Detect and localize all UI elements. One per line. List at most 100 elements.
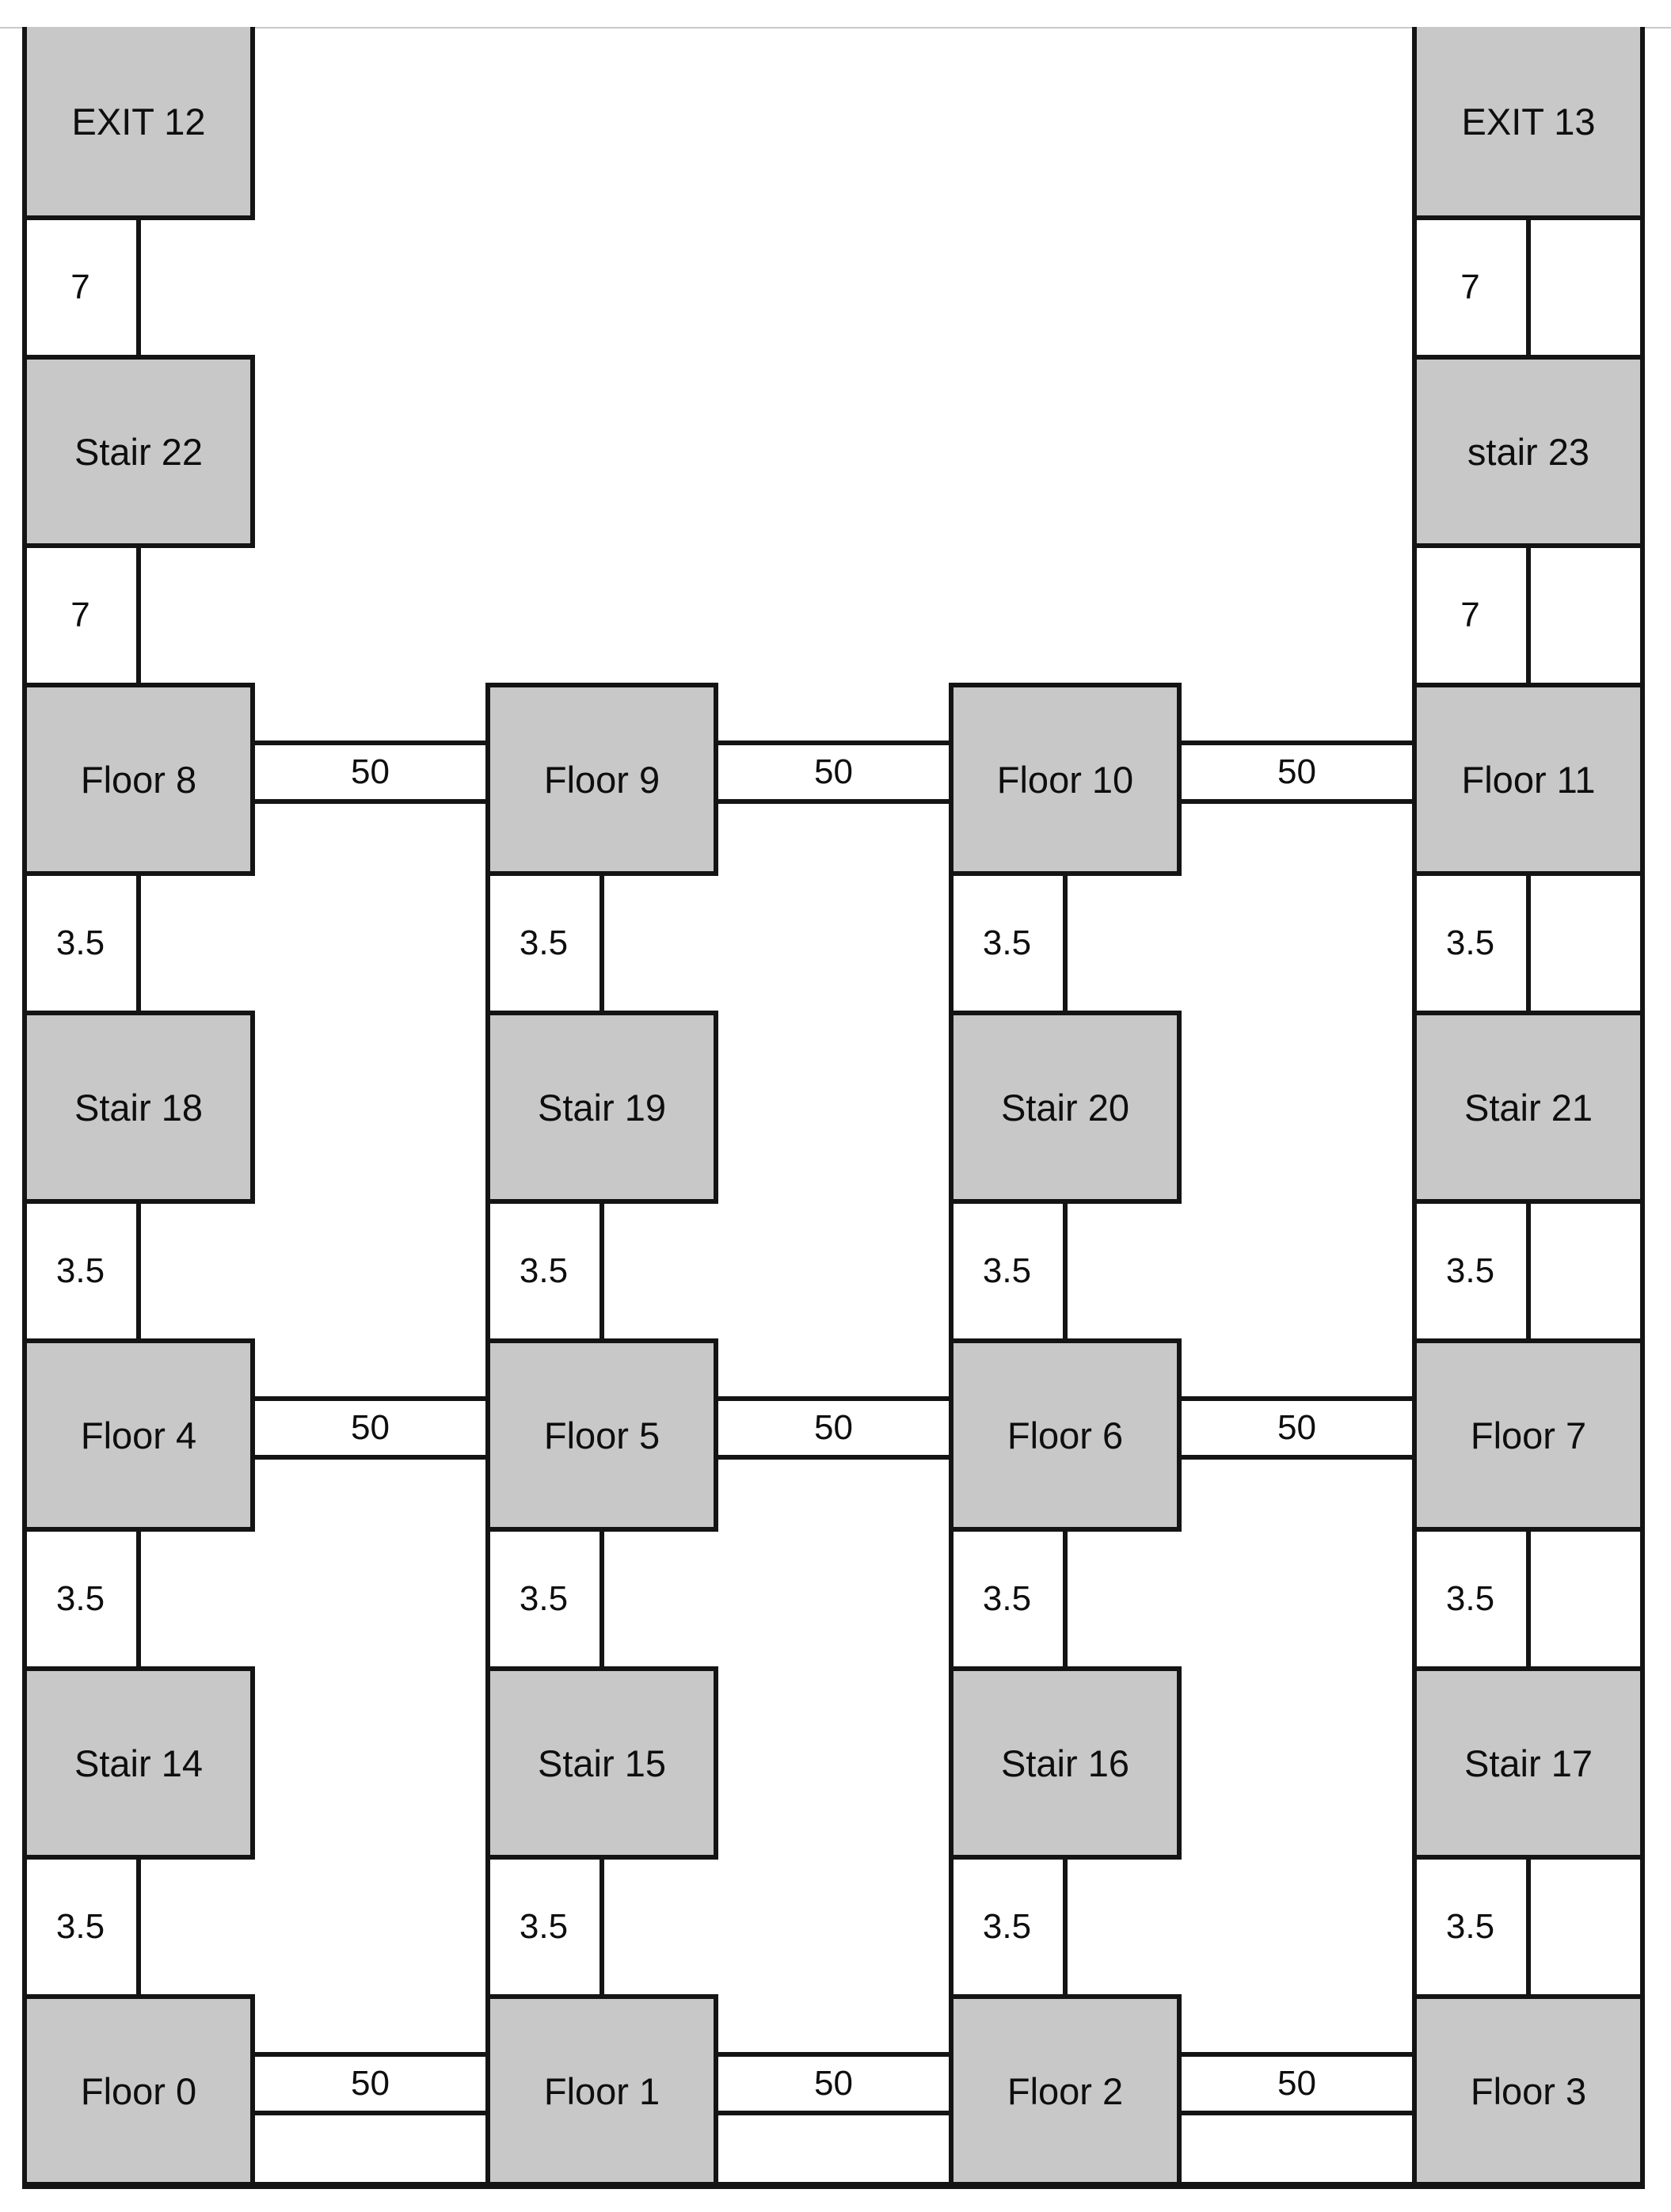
edge-line-horizontal bbox=[1182, 2111, 1412, 2115]
node-label: Floor 8 bbox=[80, 758, 197, 801]
edge-line-horizontal bbox=[1182, 799, 1412, 804]
node-label: stair 23 bbox=[1467, 430, 1590, 473]
edge-cell-border bbox=[22, 876, 27, 1011]
edge-weight-label: 3.5 bbox=[519, 1251, 569, 1290]
node-floor-4: Floor 4 bbox=[22, 1338, 255, 1532]
node-label: Stair 18 bbox=[74, 1086, 203, 1129]
edge-weight-label: 3.5 bbox=[1445, 1251, 1495, 1290]
node-floor-8: Floor 8 bbox=[22, 683, 255, 876]
edge-weight-label: 3.5 bbox=[519, 1907, 569, 1946]
edge-line-vertical bbox=[1063, 1532, 1068, 1666]
edge-line-vertical bbox=[600, 876, 604, 1011]
edge-line-vertical bbox=[136, 548, 141, 683]
node-label: Stair 16 bbox=[1001, 1742, 1129, 1784]
edge-line-horizontal bbox=[255, 2052, 485, 2057]
edge-line-vertical bbox=[1063, 1860, 1068, 1994]
node-label: Stair 19 bbox=[538, 1086, 666, 1129]
edge-line-horizontal bbox=[255, 1455, 485, 1460]
edge-weight-label: 50 bbox=[814, 752, 853, 791]
node-stair-17: Stair 17 bbox=[1412, 1666, 1645, 1860]
edge-weight-label: 3.5 bbox=[55, 1251, 105, 1290]
edge-weight-label: 50 bbox=[1277, 752, 1316, 791]
edge-line-horizontal bbox=[255, 799, 485, 804]
node-floor-3: Floor 3 bbox=[1412, 1994, 1645, 2187]
node-label: Floor 7 bbox=[1470, 1414, 1587, 1456]
node-label: Floor 11 bbox=[1461, 758, 1596, 801]
edge-line-vertical bbox=[600, 1204, 604, 1338]
node-label: EXIT 12 bbox=[71, 100, 206, 143]
edge-line-vertical bbox=[600, 1532, 604, 1666]
node-stair-23: stair 23 bbox=[1412, 355, 1645, 548]
node-stair-21: Stair 21 bbox=[1412, 1011, 1645, 1204]
edge-cell-border bbox=[1412, 1860, 1417, 1994]
edge-line-vertical bbox=[1526, 1860, 1531, 1994]
edge-line-horizontal bbox=[718, 741, 949, 745]
edge-weight-label: 3.5 bbox=[982, 1907, 1032, 1946]
edge-cell-border bbox=[485, 1204, 490, 1338]
node-floor-2: Floor 2 bbox=[949, 1994, 1182, 2187]
edge-line-vertical bbox=[1526, 1204, 1531, 1338]
edge-weight-label: 7 bbox=[1460, 268, 1480, 306]
node-stair-16: Stair 16 bbox=[949, 1666, 1182, 1860]
node-label: Floor 9 bbox=[543, 758, 660, 801]
edge-cell-border bbox=[1640, 220, 1645, 355]
node-label: Floor 2 bbox=[1007, 2069, 1124, 2112]
edge-weight-label: 3.5 bbox=[1445, 1907, 1495, 1946]
edge-weight-label: 50 bbox=[351, 2064, 390, 2103]
edge-line-horizontal bbox=[1182, 1396, 1412, 1401]
edge-line-vertical bbox=[136, 1204, 141, 1338]
node-label: Floor 0 bbox=[80, 2069, 197, 2112]
node-stair-15: Stair 15 bbox=[485, 1666, 718, 1860]
edge-line-horizontal bbox=[718, 1455, 949, 1460]
edge-weight-label: 3.5 bbox=[55, 1907, 105, 1946]
edge-weight-label: 50 bbox=[814, 2064, 853, 2103]
edge-line-horizontal bbox=[1182, 741, 1412, 745]
edge-weight-label: 7 bbox=[70, 596, 90, 634]
node-stair-22: Stair 22 bbox=[22, 355, 255, 548]
edge-line-vertical bbox=[136, 1860, 141, 1994]
edge-cell-border bbox=[949, 1204, 953, 1338]
node-label: Stair 22 bbox=[74, 430, 203, 473]
edge-cell-border bbox=[22, 1204, 27, 1338]
node-floor-0: Floor 0 bbox=[22, 1994, 255, 2187]
edge-cell-border bbox=[1640, 548, 1645, 683]
edge-weight-label: 3.5 bbox=[982, 1251, 1032, 1290]
edge-cell-border bbox=[1640, 1860, 1645, 1994]
edge-weight-label: 7 bbox=[70, 268, 90, 306]
node-label: Floor 5 bbox=[543, 1414, 660, 1456]
edge-cell-border bbox=[22, 548, 27, 683]
node-label: Floor 3 bbox=[1470, 2069, 1587, 2112]
edge-weight-label: 7 bbox=[1460, 596, 1480, 634]
node-floor-6: Floor 6 bbox=[949, 1338, 1182, 1532]
edge-line-vertical bbox=[1526, 220, 1531, 355]
top-hairline bbox=[0, 27, 1671, 29]
edge-line-horizontal bbox=[718, 2111, 949, 2115]
node-label: EXIT 13 bbox=[1461, 100, 1596, 143]
node-label: Stair 15 bbox=[538, 1742, 666, 1784]
edge-weight-label: 50 bbox=[351, 752, 390, 791]
edge-cell-border bbox=[22, 1860, 27, 1994]
node-label: Floor 10 bbox=[996, 758, 1134, 801]
node-label: Floor 4 bbox=[80, 1414, 197, 1456]
edge-line-vertical bbox=[600, 1860, 604, 1994]
edge-line-horizontal bbox=[718, 2052, 949, 2057]
node-exit-13: EXIT 13 bbox=[1412, 27, 1645, 220]
edge-line-vertical bbox=[136, 220, 141, 355]
edge-cell-border bbox=[1412, 1204, 1417, 1338]
edge-weight-label: 3.5 bbox=[982, 1579, 1032, 1618]
edge-weight-label: 3.5 bbox=[519, 1579, 569, 1618]
edge-line-horizontal bbox=[1182, 2052, 1412, 2057]
edge-line-horizontal bbox=[1182, 1455, 1412, 1460]
node-floor-9: Floor 9 bbox=[485, 683, 718, 876]
edge-cell-border bbox=[1412, 1532, 1417, 1666]
edge-weight-label: 3.5 bbox=[519, 923, 569, 962]
node-stair-14: Stair 14 bbox=[22, 1666, 255, 1860]
edge-weight-label: 50 bbox=[351, 1408, 390, 1447]
node-label: Stair 20 bbox=[1001, 1086, 1129, 1129]
edge-line-horizontal bbox=[255, 741, 485, 745]
edge-line-horizontal bbox=[255, 1396, 485, 1401]
node-stair-19: Stair 19 bbox=[485, 1011, 718, 1204]
node-stair-18: Stair 18 bbox=[22, 1011, 255, 1204]
node-floor-11: Floor 11 bbox=[1412, 683, 1645, 876]
node-stair-20: Stair 20 bbox=[949, 1011, 1182, 1204]
